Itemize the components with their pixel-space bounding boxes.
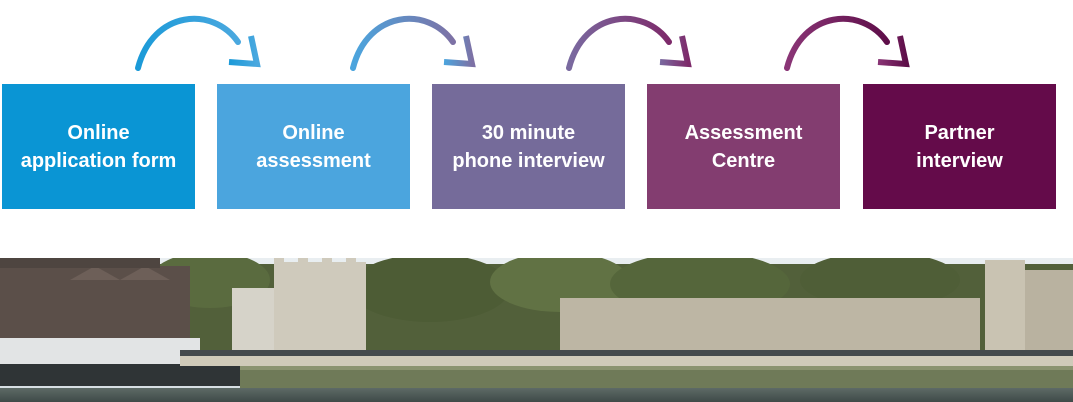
step-arrow-3: [566, 16, 692, 71]
photo-illustration: [0, 258, 1073, 402]
step-box-partner-interview: Partner interview: [863, 84, 1056, 209]
step-box-online-application: Online application form: [2, 84, 195, 209]
step-label: Online assessment: [256, 121, 371, 172]
step-arrow-2: [350, 16, 476, 71]
step-arrow-4: [784, 16, 910, 71]
step-label: Assessment Centre: [684, 121, 803, 172]
step-arrow-1: [135, 16, 261, 71]
step-box-phone-interview: 30 minute phone interview: [432, 84, 625, 209]
step-box-assessment-centre: Assessment Centre: [647, 84, 840, 209]
step-label: Partner interview: [916, 121, 1003, 172]
step-box-online-assessment: Online assessment: [217, 84, 410, 209]
step-label: Online application form: [20, 121, 177, 172]
process-flow: Online application form Online assessmen…: [2, 16, 1056, 209]
riverside-castle-photo: [0, 258, 1073, 402]
step-label: 30 minute phone interview: [452, 121, 605, 172]
